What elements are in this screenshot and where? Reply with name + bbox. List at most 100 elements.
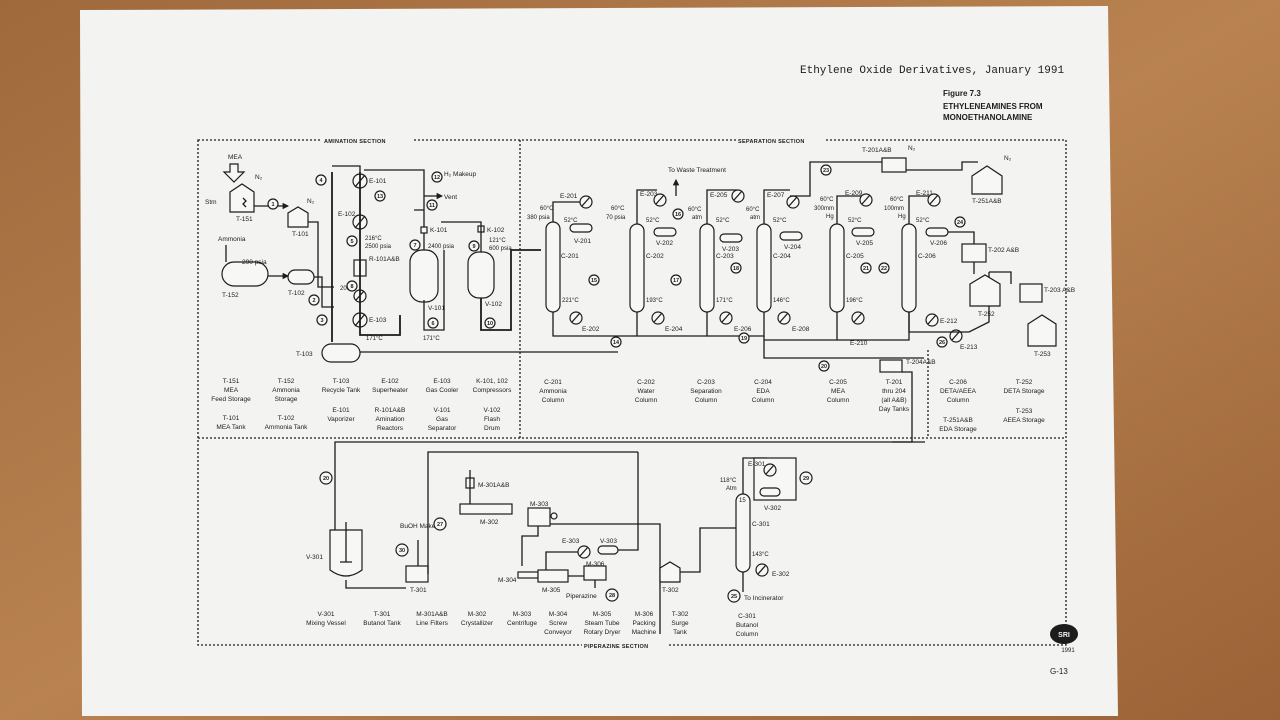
v206-drum bbox=[925, 227, 949, 237]
c301-top-temp: 118°C bbox=[720, 478, 737, 484]
mea-feed-arrow-icon bbox=[222, 163, 246, 183]
v201-temp: 52°C bbox=[564, 218, 578, 224]
t252-storage-tank bbox=[969, 274, 1001, 307]
c203-top-temp: 60°C bbox=[688, 207, 702, 213]
separation-section-label: SEPARATION SECTION bbox=[738, 139, 805, 145]
t301-butanol-tank bbox=[405, 565, 429, 583]
t102-tank bbox=[287, 269, 315, 285]
svg-text:MEA Tank: MEA Tank bbox=[216, 424, 246, 431]
svg-text:Column: Column bbox=[635, 397, 658, 404]
amination-section-label: AMINATION SECTION bbox=[324, 139, 386, 145]
stream-16: 16 bbox=[675, 212, 681, 218]
svg-text:T-152: T-152 bbox=[278, 378, 295, 385]
t204-day-tank bbox=[879, 359, 903, 373]
c301-butanol-column bbox=[735, 493, 751, 573]
svg-text:DETA Storage: DETA Storage bbox=[1003, 388, 1044, 395]
svg-text:Vaporizer: Vaporizer bbox=[327, 416, 355, 423]
svg-text:C-204: C-204 bbox=[754, 379, 772, 386]
e103-tag: E-103 bbox=[369, 317, 387, 324]
t152-bullet-tank bbox=[221, 261, 269, 287]
t101-tag: T-101 bbox=[292, 231, 309, 238]
e203-tag: E-203 bbox=[640, 191, 658, 198]
t152-tag: T-152 bbox=[222, 292, 239, 299]
svg-text:Packing: Packing bbox=[632, 620, 656, 627]
stream-20: 20 bbox=[821, 364, 827, 370]
svg-text:T-301: T-301 bbox=[374, 611, 391, 618]
e204-tag: E-204 bbox=[665, 326, 683, 333]
svg-text:Gas: Gas bbox=[436, 416, 449, 423]
svg-text:M-305: M-305 bbox=[593, 611, 612, 618]
c205-top-temp: 60°C bbox=[820, 197, 834, 203]
c205-top-pressure-unit: Hg bbox=[826, 214, 834, 220]
svg-text:C-206: C-206 bbox=[949, 379, 967, 386]
svg-text:Rotary Dryer: Rotary Dryer bbox=[584, 629, 622, 636]
svg-text:T-253: T-253 bbox=[1016, 408, 1033, 415]
svg-text:Superheater: Superheater bbox=[372, 387, 409, 394]
stream-3: 3 bbox=[320, 318, 323, 324]
t253-tag: T-253 bbox=[1034, 351, 1051, 358]
v204-temp: 52°C bbox=[773, 218, 787, 224]
t201-day-tank bbox=[881, 157, 907, 173]
section-borders bbox=[197, 139, 1067, 646]
e101-tag: E-101 bbox=[369, 178, 387, 185]
m304-tag: M-304 bbox=[498, 577, 517, 584]
to-waste-label: To Waste Treatment bbox=[668, 167, 726, 174]
c202-tag: C-202 bbox=[646, 253, 664, 260]
v206-tag: V-206 bbox=[930, 240, 947, 247]
c201-top-pressure: 380 psia bbox=[527, 215, 550, 221]
t151-tag: T-151 bbox=[236, 216, 253, 223]
v101-separator bbox=[409, 249, 439, 303]
logo-text: SRI bbox=[1058, 632, 1070, 639]
svg-text:T-302: T-302 bbox=[672, 611, 689, 618]
k101-tag: K-101 bbox=[430, 227, 448, 234]
svg-text:Ammonia Tank: Ammonia Tank bbox=[265, 424, 309, 431]
svg-text:T-151: T-151 bbox=[223, 378, 240, 385]
stream-12: 12 bbox=[434, 175, 440, 181]
svg-text:AEEA Storage: AEEA Storage bbox=[1003, 417, 1045, 424]
t101-n2-label: N₂ bbox=[307, 198, 315, 205]
v302-drum bbox=[759, 487, 781, 497]
svg-text:E-101: E-101 bbox=[332, 407, 350, 414]
svg-text:Reactors: Reactors bbox=[377, 425, 404, 432]
c203-column bbox=[699, 223, 715, 313]
c201-top-temp: 60°C bbox=[540, 206, 554, 212]
r101-inlet-temp: 216°C bbox=[365, 236, 382, 242]
v102-flash-drum bbox=[467, 251, 495, 299]
svg-text:Ammonia: Ammonia bbox=[539, 388, 567, 395]
svg-text:T-251A&B: T-251A&B bbox=[943, 417, 973, 424]
m305-rotary-dryer bbox=[537, 569, 569, 583]
t251-n2-label: N₂ bbox=[1004, 155, 1012, 162]
stream-21: 21 bbox=[863, 266, 869, 272]
t251-storage-tank bbox=[971, 165, 1003, 195]
svg-text:M-304: M-304 bbox=[549, 611, 568, 618]
c205-bottom-temp: 196°C bbox=[846, 298, 863, 304]
svg-text:Column: Column bbox=[947, 397, 970, 404]
stream-13: 13 bbox=[377, 194, 383, 200]
e302-tag: E-302 bbox=[772, 571, 790, 578]
c202-top-temp: 60°C bbox=[611, 206, 625, 212]
stream-20b: 20 bbox=[323, 476, 329, 482]
c301-top-pressure: Atm bbox=[726, 486, 737, 492]
svg-text:(all A&B): (all A&B) bbox=[881, 397, 906, 404]
svg-text:Centrifuge: Centrifuge bbox=[507, 620, 537, 627]
v202-tag: V-202 bbox=[656, 240, 673, 247]
svg-text:Day Tanks: Day Tanks bbox=[879, 406, 910, 413]
svg-text:Recycle Tank: Recycle Tank bbox=[322, 387, 361, 394]
stream-7: 7 bbox=[413, 243, 416, 249]
svg-text:V-101: V-101 bbox=[434, 407, 451, 414]
v303-drum bbox=[597, 545, 619, 555]
svg-text:Machine: Machine bbox=[632, 629, 657, 636]
c301-bottom-temp: 143°C bbox=[752, 552, 769, 558]
page-number: G-13 bbox=[1050, 667, 1068, 676]
v205-temp: 52°C bbox=[848, 218, 862, 224]
e103-outlet-temp: 171°C bbox=[366, 336, 383, 342]
svg-text:Drum: Drum bbox=[484, 425, 500, 432]
svg-text:Mixing Vessel: Mixing Vessel bbox=[306, 620, 346, 627]
c206-top-pressure-unit: Hg bbox=[898, 214, 906, 220]
svg-text:thru 204: thru 204 bbox=[882, 388, 906, 395]
m303-tag: M-303 bbox=[530, 501, 549, 508]
stream-15: 15 bbox=[591, 278, 597, 284]
e102-tag: E-102 bbox=[338, 211, 356, 218]
c202-column bbox=[629, 223, 645, 313]
c204-top-temp: 60°C bbox=[746, 207, 760, 213]
